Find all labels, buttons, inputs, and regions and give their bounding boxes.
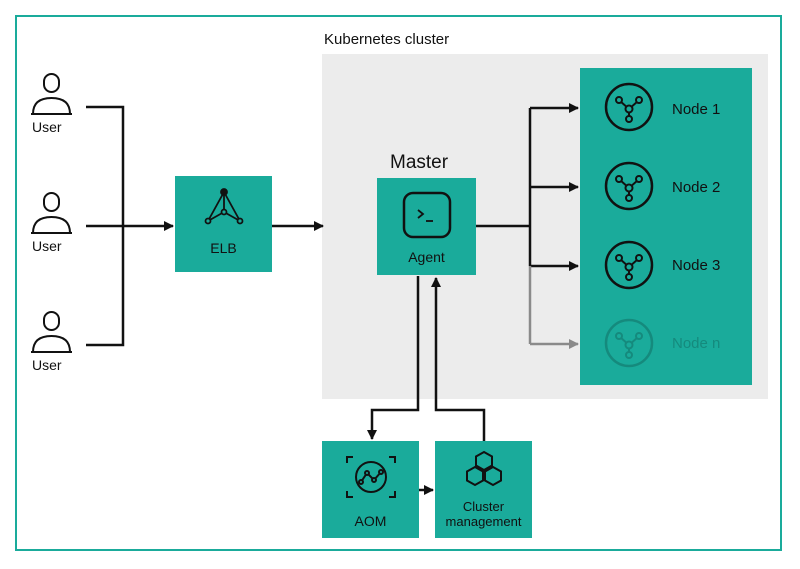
user-label-1: User bbox=[32, 119, 62, 135]
aom-box bbox=[322, 441, 419, 538]
master-title: Master bbox=[390, 152, 449, 173]
elb-label: ELB bbox=[210, 240, 237, 256]
cluster-management-box bbox=[435, 441, 532, 538]
terminal-icon bbox=[402, 191, 452, 239]
node-label-1: Node 1 bbox=[672, 101, 721, 118]
node-label-n: Node n bbox=[672, 335, 721, 352]
cluster-management-label-line2: management bbox=[445, 514, 522, 529]
user-icon bbox=[31, 192, 72, 234]
user-icon bbox=[31, 311, 72, 353]
cluster-hexagon-icon bbox=[466, 450, 502, 487]
cluster-management-label-line1: Cluster bbox=[462, 499, 505, 514]
agent-label: Agent bbox=[408, 249, 445, 265]
diagram-frame bbox=[15, 15, 782, 551]
master-to-node-n-connector bbox=[528, 266, 579, 349]
aom-label: AOM bbox=[354, 513, 387, 529]
master-to-nodes-connector bbox=[476, 103, 579, 271]
users-to-elb-connector bbox=[86, 105, 174, 347]
node-icon bbox=[604, 161, 654, 211]
node-n-icon bbox=[604, 318, 654, 368]
node-icon bbox=[604, 240, 654, 290]
node-icon bbox=[604, 82, 654, 132]
node-label-3: Node 3 bbox=[672, 257, 721, 274]
load-balancer-icon bbox=[204, 188, 244, 225]
cluster-title: Kubernetes cluster bbox=[324, 31, 450, 48]
agent-to-aom-arrow bbox=[367, 276, 420, 440]
user-label-2: User bbox=[32, 238, 62, 254]
user-label-3: User bbox=[32, 357, 62, 373]
node-label-2: Node 2 bbox=[672, 179, 721, 196]
cluster-management-to-agent-arrow bbox=[431, 277, 486, 441]
user-icon bbox=[31, 73, 72, 115]
monitoring-icon bbox=[346, 456, 396, 498]
